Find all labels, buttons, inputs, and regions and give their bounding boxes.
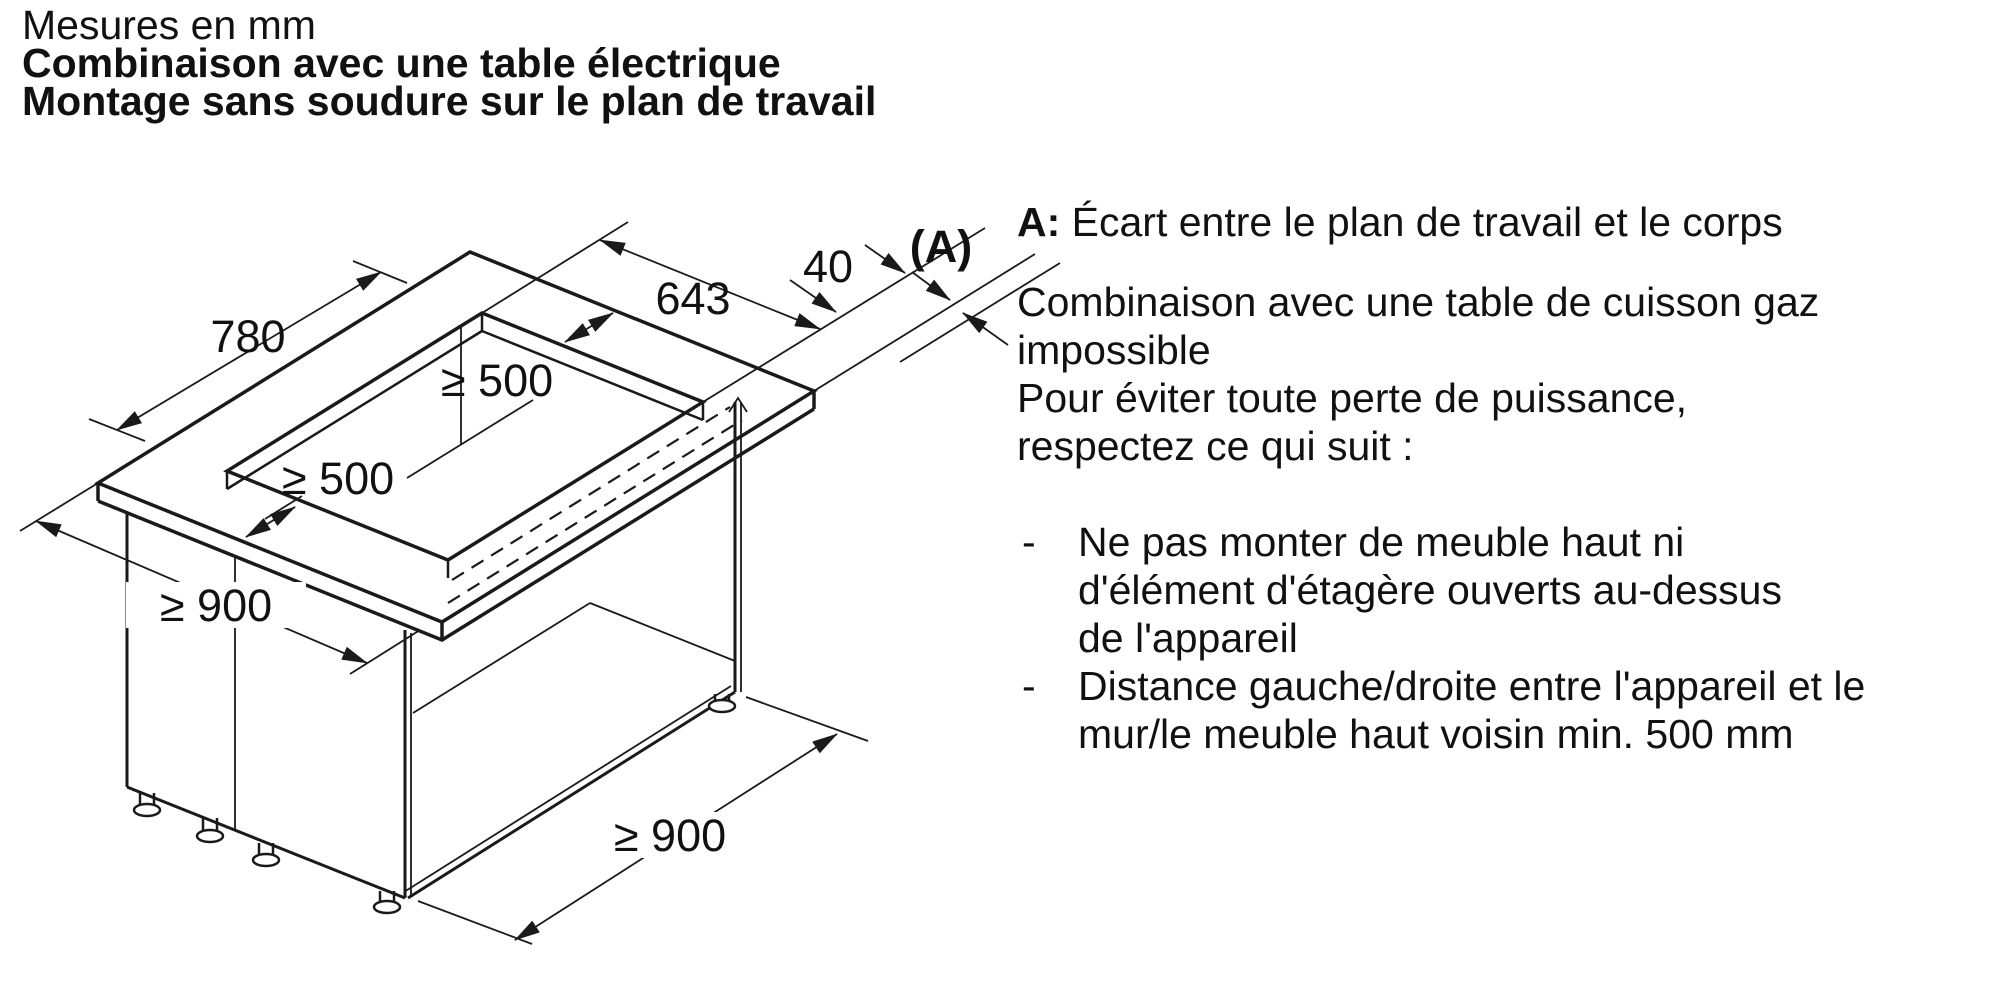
dimension-500-back: ≥ 500 xyxy=(406,312,614,479)
units-note: Mesures en mm xyxy=(22,2,316,48)
foot xyxy=(132,793,162,818)
bullet-dash: - xyxy=(1022,663,1036,709)
dimension-643: 643 xyxy=(481,221,821,330)
label-backdrop xyxy=(126,582,306,628)
cabinet-feet xyxy=(132,694,737,915)
bullet-list: - Ne pas monter de meuble haut ni d'élém… xyxy=(1017,518,1865,758)
bullet-1-line-2: d'élément d'étagère ouverts au-dessus xyxy=(1078,567,1782,613)
cabinet-floor-back-edge xyxy=(589,602,736,662)
legend-A-text: Écart entre le plan de travail et le cor… xyxy=(1060,199,1783,245)
bullet-item-2: - Distance gauche/droite entre l'apparei… xyxy=(1017,662,1865,758)
dimension-40-and-A: 40 (A) xyxy=(702,221,1061,403)
bullet-2-line-2: mur/le meuble haut voisin min. 500 mm xyxy=(1078,711,1794,757)
seam-dashed-lines xyxy=(447,396,748,604)
bullet-item-1: - Ne pas monter de meuble haut ni d'élém… xyxy=(1017,518,1865,662)
gas-note-line1: Combinaison avec une table de cuisson ga… xyxy=(1017,279,1820,325)
dim-643-label: 643 xyxy=(655,273,730,324)
legend-A: A: Écart entre le plan de travail et le … xyxy=(1017,198,1865,246)
bullet-dash: - xyxy=(1022,519,1036,565)
dimension-900-bottom: ≥ 900 xyxy=(417,696,869,945)
foot xyxy=(251,843,281,868)
power-note-line2: respectez ce qui suit : xyxy=(1017,423,1414,469)
power-note-line1: Pour éviter toute perte de puissance, xyxy=(1017,375,1688,421)
foot xyxy=(707,694,737,714)
dim-900-bottom-label: ≥ 900 xyxy=(614,810,726,861)
dim-500-back-label: ≥ 500 xyxy=(441,355,553,406)
bullet-1-line-1: Ne pas monter de meuble haut ni xyxy=(1078,519,1685,565)
seam-end-hook xyxy=(728,396,748,413)
dim-40-label: 40 xyxy=(803,241,853,292)
title-electric-combination: Combinaison avec une table électrique xyxy=(22,40,781,86)
legend-A-label: A: xyxy=(1017,199,1061,245)
dim-500-front-label: ≥ 500 xyxy=(282,453,394,504)
cabinet-floor-edge xyxy=(412,602,591,714)
instructions-column: A: Écart entre le plan de travail et le … xyxy=(1017,198,1865,758)
worktop-cutout xyxy=(223,311,707,578)
title-flush-mounting: Montage sans soudure sur le plan de trav… xyxy=(22,78,877,124)
page-header: Mesures en mm Combinaison avec une table… xyxy=(22,2,877,124)
foot xyxy=(195,818,225,844)
dim-A-label: (A) xyxy=(910,221,972,272)
label-backdrop xyxy=(580,812,764,858)
foot xyxy=(372,891,402,915)
dim-780-label: 780 xyxy=(210,311,285,362)
gas-note-line2: impossible xyxy=(1017,327,1211,373)
dimension-500-front: ≥ 500 xyxy=(245,453,394,538)
dimension-780: 780 xyxy=(88,260,408,442)
dimension-900-left: ≥ 900 xyxy=(19,482,421,675)
dim-900-left-label: ≥ 900 xyxy=(160,580,272,631)
bullet-1-line-3: de l'appareil xyxy=(1078,615,1298,661)
bullet-2-line-1: Distance gauche/droite entre l'appareil … xyxy=(1078,663,1866,709)
